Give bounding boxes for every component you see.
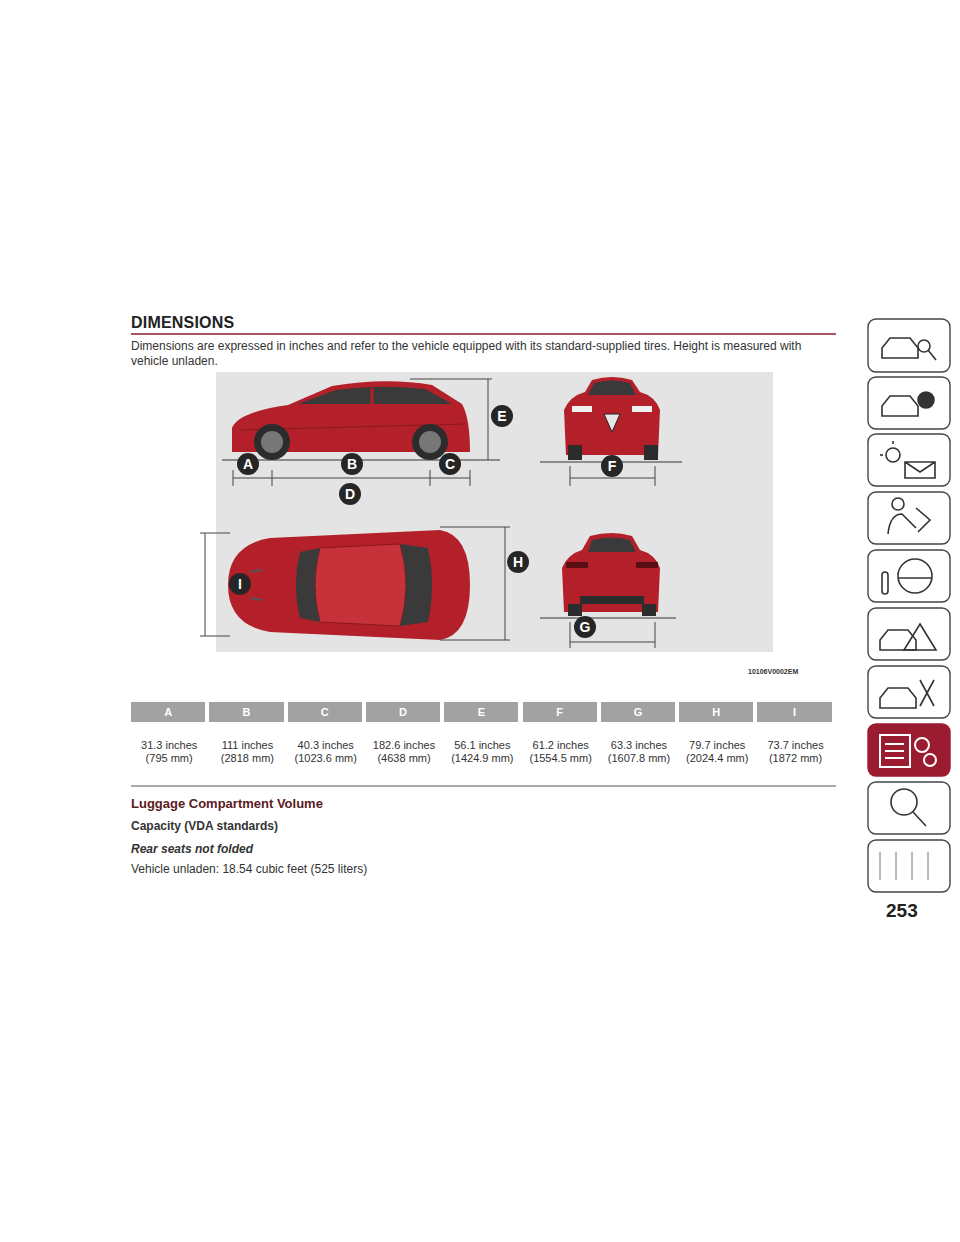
title-rule [131, 333, 836, 335]
table-header: E [444, 702, 518, 722]
table-header: B [209, 702, 283, 722]
callout-letter: I [229, 573, 251, 595]
figure-code: 10106V0002EM [748, 668, 798, 675]
callout-letter: B [341, 453, 363, 475]
table-cell: 40.3 inches (1023.6 mm) [288, 739, 364, 765]
table-cell: 182.6 inches (4638 mm) [366, 739, 442, 765]
table-header: A [131, 702, 205, 722]
rear-view-car [540, 533, 676, 618]
page-heading: DIMENSIONS [131, 314, 234, 332]
table-header: I [757, 702, 831, 722]
table-cell: 31.3 inches (795 mm) [131, 739, 207, 765]
callout-letter: H [507, 551, 529, 573]
side-view-car [222, 381, 500, 460]
illustration-panel [216, 372, 773, 652]
intro-text: Dimensions are expressed in inches and r… [131, 339, 836, 368]
table-cell: 79.7 inches (2024.4 mm) [679, 739, 755, 765]
table-cell: 63.3 inches (1607.8 mm) [601, 739, 677, 765]
table-header: F [523, 702, 597, 722]
callout-letter: A [237, 453, 259, 475]
sub-heading: Rear seats not folded [131, 842, 253, 856]
table-rule [131, 786, 836, 787]
sub-heading: Capacity (VDA standards) [131, 819, 278, 833]
callout-letter: D [339, 483, 361, 505]
active-tab-icon [880, 735, 936, 767]
callout-letter: C [439, 453, 461, 475]
table-header: G [601, 702, 675, 722]
table-cell: 73.7 inches (1872 mm) [757, 739, 833, 765]
body-text: Vehicle unladen: 18.54 cubic feet (525 l… [131, 862, 367, 877]
table-cell: 111 inches (2818 mm) [209, 739, 285, 765]
sidebar-tabs [868, 319, 950, 892]
section-heading: Luggage Compartment Volume [131, 796, 323, 811]
table-cell: 61.2 inches (1554.5 mm) [523, 739, 599, 765]
top-view-car [228, 530, 470, 640]
page-number: 253 [886, 900, 918, 922]
table-cell: 56.1 inches (1424.9 mm) [444, 739, 520, 765]
table-header: H [679, 702, 753, 722]
table-header: D [366, 702, 440, 722]
callout-letter: G [574, 616, 596, 638]
sidebar-icons [880, 338, 936, 880]
callout-letter: E [491, 405, 513, 427]
table-header: C [288, 702, 362, 722]
callout-letter: F [601, 455, 623, 477]
front-view-car [540, 377, 682, 462]
